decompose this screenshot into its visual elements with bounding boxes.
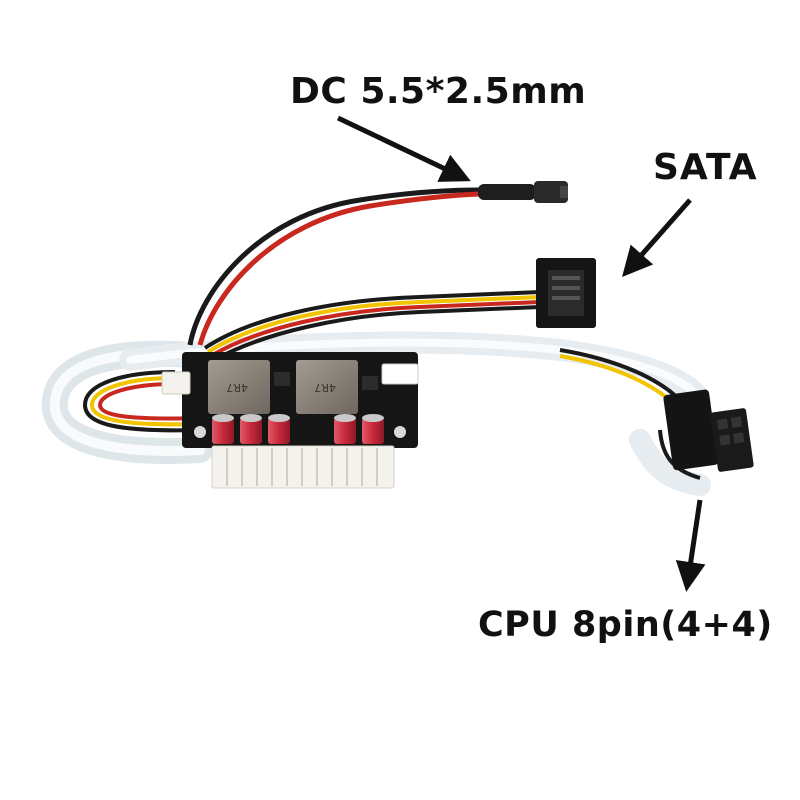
sata-connector-label: SATA (653, 147, 758, 188)
sata-connector (536, 258, 596, 328)
inductor-left (208, 360, 270, 414)
capacitor-row (212, 414, 384, 444)
cpu-arrow (675, 499, 706, 592)
inductor-right-mark: 4R7 (314, 381, 336, 394)
inductor-right (296, 360, 358, 414)
pcb-board: 4R7 4R7 (161, 352, 419, 448)
annotation-arrows (336, 115, 706, 592)
inner-wires (82, 370, 201, 433)
cpu-8pin-connector (663, 389, 754, 472)
sata-cable (203, 290, 541, 362)
atx-24pin-connector (211, 445, 395, 489)
dc-arrow (336, 115, 471, 182)
cpu-connector-label: CPU 8pin(4+4) (478, 605, 773, 645)
sata-arrow (622, 198, 692, 277)
inductor-left-mark: 4R7 (226, 381, 248, 394)
dc-connector-label: DC 5.5*2.5mm (290, 71, 587, 112)
dc-cable (187, 181, 568, 346)
